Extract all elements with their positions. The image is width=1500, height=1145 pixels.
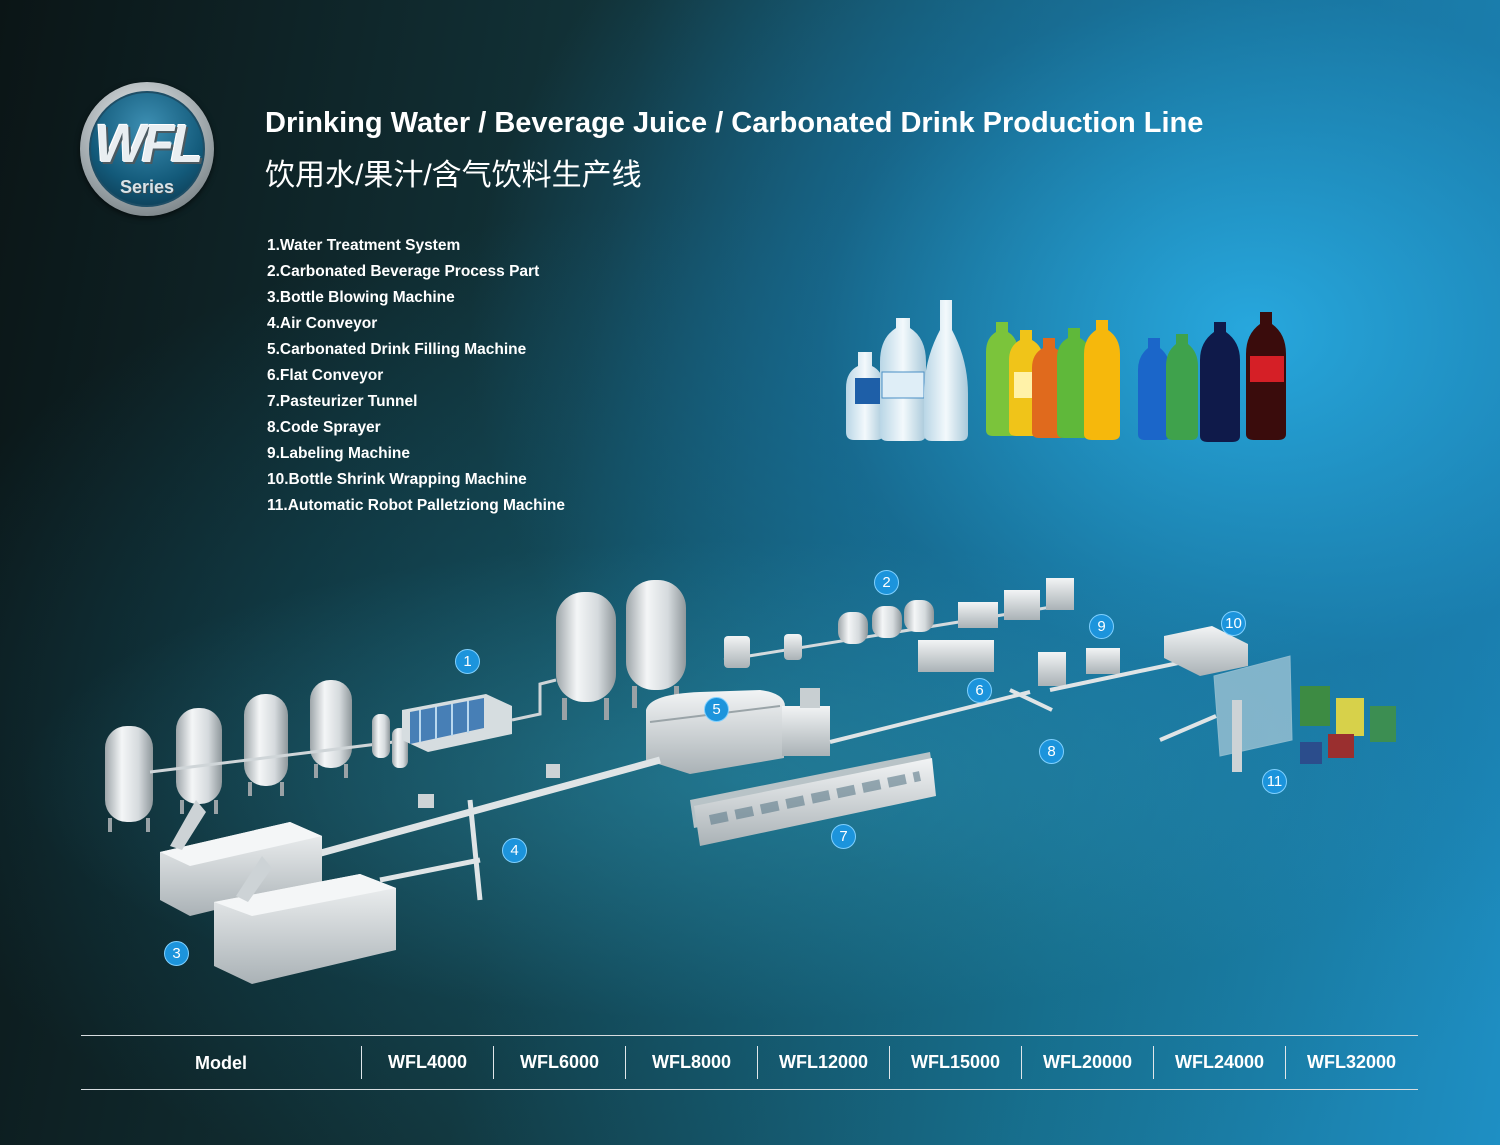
title-english: Drinking Water / Beverage Juice / Carbon… (265, 107, 1204, 139)
badge-3: 3 (164, 941, 189, 966)
juice-bottle-yellow (1084, 320, 1120, 440)
bottle-blowing-machines (160, 800, 396, 984)
flat-conveyor (829, 690, 1031, 744)
component-item: 7.Pasteurizer Tunnel (267, 393, 418, 410)
soda-bottle-dark-blue (1200, 322, 1240, 442)
model-cell: WFL12000 (757, 1046, 889, 1079)
logo-mark: WFL (94, 114, 204, 174)
soda-bottle-blue (1138, 338, 1170, 440)
wfl-series-logo: WFL Series (80, 82, 214, 216)
component-item: 8.Code Sprayer (267, 419, 381, 436)
juice-bottle-green (1057, 328, 1091, 438)
logo-subtitle: Series (119, 177, 175, 197)
badge-4: 4 (502, 838, 527, 863)
carbonated-process-line (723, 578, 1074, 672)
bottle-group-juice (986, 320, 1120, 440)
filling-machine (646, 688, 830, 774)
component-item: 1.Water Treatment System (267, 237, 461, 254)
model-cell: WFL32000 (1285, 1046, 1417, 1079)
robot-palletizing-machine (1159, 655, 1396, 772)
model-cells: WFL4000 WFL6000 WFL8000 WFL12000 WFL1500… (361, 1046, 1417, 1079)
flat-conveyor-bend (1009, 688, 1053, 712)
model-table-bottom-rule (81, 1089, 1418, 1090)
shrink-wrapping-machine (1164, 626, 1248, 676)
model-cell: WFL24000 (1153, 1046, 1285, 1079)
water-label (881, 371, 925, 399)
component-item: 5.Carbonated Drink Filling Machine (267, 341, 527, 358)
logo-inner-disc: WFL Series (89, 91, 205, 207)
component-item: 3.Bottle Blowing Machine (267, 289, 455, 306)
model-cell: WFL4000 (361, 1046, 493, 1079)
model-table: Model WFL4000 WFL6000 WFL8000 WFL12000 W… (81, 1036, 1418, 1089)
component-item: 4.Air Conveyor (267, 315, 378, 332)
badge-11: 11 (1262, 769, 1287, 794)
model-cell: WFL8000 (625, 1046, 757, 1079)
badge-2: 2 (874, 570, 899, 595)
model-cell: WFL6000 (493, 1046, 625, 1079)
badge-7: 7 (831, 824, 856, 849)
component-item: 10.Bottle Shrink Wrapping Machine (267, 471, 527, 488)
title-chinese: 饮用水/果汁/含气饮料生产线 (265, 159, 642, 192)
bottle-group-water (846, 300, 968, 441)
ro-water-treatment-unit (402, 694, 512, 752)
pasteurizer-tunnel (690, 752, 936, 846)
bottle-group-soda (1138, 312, 1286, 442)
component-item: 9.Labeling Machine (267, 445, 410, 462)
badge-5: 5 (704, 697, 729, 722)
glass-water-bottle (924, 300, 968, 441)
badge-1: 1 (455, 649, 480, 674)
model-cell: WFL15000 (889, 1046, 1021, 1079)
component-item: 2.Carbonated Beverage Process Part (267, 263, 540, 280)
water-label (855, 378, 883, 404)
model-cell: WFL20000 (1021, 1046, 1153, 1079)
component-item: 6.Flat Conveyor (267, 367, 384, 384)
model-table-top-rule (81, 1035, 1418, 1036)
model-label: Model (195, 1053, 247, 1073)
badge-8: 8 (1039, 739, 1064, 764)
filter-tanks (105, 680, 411, 832)
soda-bottle-green (1166, 334, 1198, 440)
component-item: 11.Automatic Robot Palletziong Machine (267, 497, 565, 514)
badge-6: 6 (967, 678, 992, 703)
cola-label (1250, 356, 1284, 382)
badge-10: 10 (1221, 611, 1246, 636)
storage-tanks (511, 580, 686, 722)
component-list: 1.Water Treatment System 2.Carbonated Be… (267, 236, 565, 522)
air-conveyor (309, 756, 661, 901)
badge-9: 9 (1089, 614, 1114, 639)
production-line-illustration (20, 300, 1460, 1020)
